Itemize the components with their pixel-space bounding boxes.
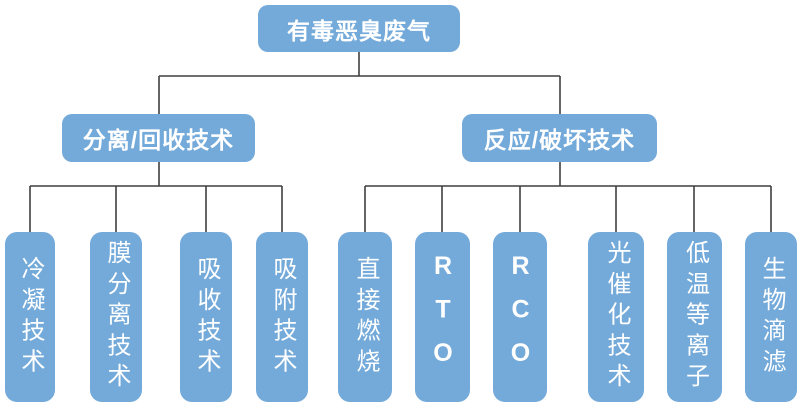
- node-leaf-direct-combustion: 直接燃烧: [338, 232, 392, 402]
- node-leaf-biotrickling-filter-label: 生物滴滤: [758, 255, 785, 379]
- node-leaf-condensation: 冷凝技术: [5, 232, 55, 402]
- node-leaf-rco: RCO: [493, 232, 547, 402]
- node-branch-reaction-destruction: 反应/破坏技术: [462, 114, 657, 162]
- node-leaf-rto-label: RTO: [429, 251, 457, 383]
- node-leaf-adsorption: 吸附技术: [256, 232, 308, 402]
- node-branch-separation-recovery: 分离/回收技术: [62, 114, 255, 162]
- node-leaf-absorption-label: 吸收技术: [193, 255, 220, 379]
- node-leaf-membrane-separation: 膜分离技术: [90, 232, 142, 402]
- node-branch-reaction-label: 反应/破坏技术: [483, 127, 636, 153]
- node-root-toxic-odorous-waste-gas: 有毒恶臭废气: [258, 5, 460, 52]
- node-leaf-membrane-separation-label: 膜分离技术: [103, 240, 130, 394]
- node-leaf-rco-label: RCO: [506, 251, 535, 383]
- node-branch-separation-label: 分离/回收技术: [82, 127, 235, 153]
- node-leaf-low-temperature-plasma-label: 低温等离子: [681, 240, 709, 394]
- node-leaf-absorption: 吸收技术: [180, 232, 232, 402]
- node-leaf-adsorption-label: 吸附技术: [269, 255, 296, 379]
- node-leaf-rto: RTO: [415, 232, 470, 402]
- node-leaf-photocatalytic: 光催化技术: [588, 232, 644, 402]
- node-leaf-condensation-label: 冷凝技术: [17, 255, 44, 379]
- node-leaf-direct-combustion-label: 直接燃烧: [352, 255, 379, 379]
- node-leaf-low-temperature-plasma: 低温等离子: [667, 232, 722, 402]
- node-leaf-photocatalytic-label: 光催化技术: [603, 240, 630, 394]
- node-root-label: 有毒恶臭废气: [287, 17, 431, 44]
- node-leaf-biotrickling-filter: 生物滴滤: [745, 232, 797, 402]
